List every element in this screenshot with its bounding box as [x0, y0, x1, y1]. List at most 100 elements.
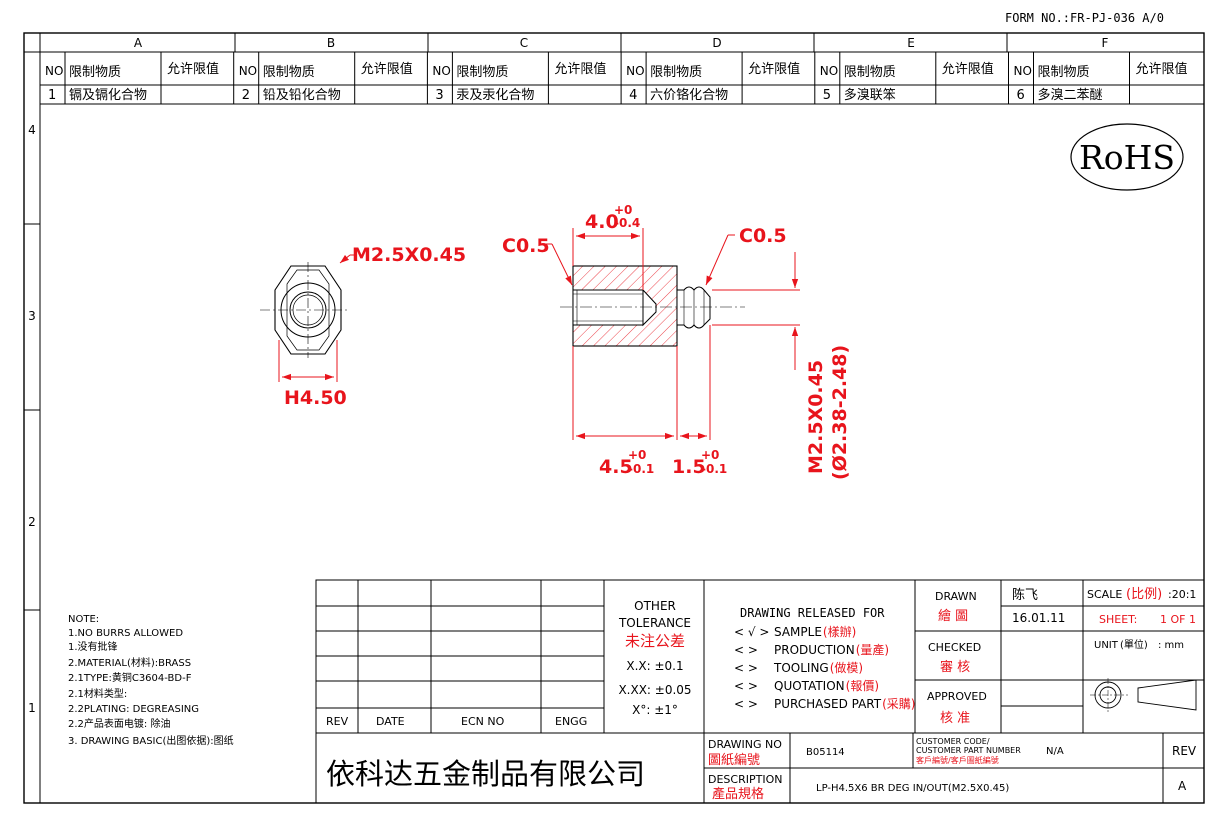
dim-stud-tol-up: +0	[701, 448, 719, 462]
description-label-cn: 產品規格	[712, 786, 764, 802]
unit-value: : mm	[1158, 640, 1184, 651]
customer-code-label-cn: 客戶編號/客戶圖紙編號	[916, 755, 999, 765]
zone-a: A	[134, 36, 143, 50]
substance-no-header: NO	[626, 64, 644, 78]
zone-f: F	[1102, 36, 1109, 50]
note-line: 1.没有批锋	[68, 640, 118, 653]
release-option: PURCHASED PART	[774, 697, 882, 711]
substance-no-header: NO	[1014, 64, 1032, 78]
tolerance-title-1: OTHER	[634, 599, 676, 613]
scale-label-cn: (比例)	[1126, 587, 1162, 602]
release-option-cn: (樣辦)	[823, 624, 856, 639]
dim-chamfer-left: C0.5	[502, 235, 550, 257]
substance-name: 多溴二苯醚	[1038, 87, 1103, 103]
drawing-no-value: B05114	[806, 747, 845, 758]
substance-no: 2	[242, 88, 250, 103]
description-label: DESCRIPTION	[708, 773, 782, 786]
rohs-badge	[1070, 123, 1184, 191]
release-option: PRODUCTION	[774, 643, 855, 657]
unit-label: UNIT	[1094, 640, 1119, 651]
dim-stud-tol-dn: -0.1	[701, 462, 727, 476]
drawn-name: 陈飞	[1012, 587, 1038, 603]
note-line: 3. DRAWING BASIC(出图依据):图纸	[68, 734, 234, 747]
substance-limit-header: 允许限值	[361, 61, 413, 77]
tolerance-line-2: X.XX: ±0.05	[618, 683, 691, 697]
approved-label: APPROVED	[927, 690, 987, 703]
customer-code-label-2: CUSTOMER PART NUMBER	[916, 746, 1021, 755]
checked-label-cn: 審 核	[940, 660, 970, 675]
outer-frame	[23, 32, 1205, 804]
note-line: 2.2PLATING: DEGREASING	[68, 704, 199, 715]
tolerance-line-3: X°: ±1°	[632, 703, 678, 717]
note-line: 2.MATERIAL(材料):BRASS	[68, 656, 191, 669]
note-line: 2.2产品表面电镀: 除油	[68, 717, 170, 730]
form-number: FORM NO.:FR-PJ-036 A/0	[1005, 11, 1164, 25]
dim-stud-diameter: (Ø2.38-2.48)	[829, 345, 851, 480]
dim-thread-depth-tol-up: +0	[614, 203, 632, 217]
row-zone-3: 3	[28, 309, 36, 323]
release-mark: < √ >	[734, 625, 769, 639]
drawn-label: DRAWN	[935, 590, 977, 603]
substance-name: 多溴联笨	[844, 87, 896, 103]
dim-thread-depth-tol-dn: -0.4	[614, 216, 640, 230]
substance-limit-header: 允许限值	[942, 61, 994, 77]
release-list: < √ >SAMPLE(樣辦)< >PRODUCTION(量產)< >TOOLI…	[734, 624, 915, 711]
release-option: SAMPLE	[774, 625, 822, 639]
substance-no: 6	[1017, 88, 1025, 103]
checked-label: CHECKED	[928, 641, 981, 654]
dim-hex-width: H4.50	[284, 387, 347, 409]
release-option-cn: (做模)	[830, 660, 863, 675]
zone-c: C	[520, 36, 528, 50]
substance-no: 5	[823, 88, 831, 103]
date-header: DATE	[376, 715, 405, 728]
dim-body-length: 4.5	[599, 456, 633, 478]
substance-limit-header: 允许限值	[554, 61, 606, 77]
release-mark: < >	[734, 679, 758, 693]
dim-stud-thread: M2.5X0.45	[805, 360, 827, 474]
zone-e: E	[907, 36, 915, 50]
customer-code-value: N/A	[1046, 746, 1064, 757]
note-line: 2.1材料类型:	[68, 687, 127, 700]
substance-no: 4	[629, 88, 637, 103]
company-name: 依科达五金制品有限公司	[326, 757, 645, 791]
dim-chamfer-right: C0.5	[739, 225, 787, 247]
substance-limit-header: 允许限值	[748, 61, 800, 77]
zone-letters: A B C D E F	[134, 33, 1109, 52]
substance-table: NO 限制物质 允许限值 1 镉及镉化合物 NO 限制物质 允许限值 2 铅及铅化合物 NO 限制物质…	[40, 52, 1204, 105]
release-mark: < >	[734, 661, 758, 675]
standoff-section-view	[560, 265, 745, 347]
substance-no-header: NO	[432, 64, 450, 78]
substance-name-header: 限制物质	[456, 65, 508, 80]
drawing-no-label-cn: 圖紙編號	[708, 752, 760, 768]
substance-no: 3	[435, 88, 443, 103]
substance-name-header: 限制物质	[1038, 65, 1090, 80]
substance-name: 铅及铅化合物	[263, 88, 341, 103]
notes-block: NOTE:1.NO BURRS ALLOWED1.没有批锋2.MATERIAL(…	[68, 614, 234, 747]
substance-limit-header: 允许限值	[167, 61, 219, 77]
dim-body-tol-dn: -0.1	[628, 462, 654, 476]
substance-no-header: NO	[45, 64, 63, 78]
dim-thread-depth: 4.0	[585, 211, 619, 233]
row-zones: 4 3 2 1	[24, 123, 40, 715]
zone-d: D	[712, 36, 721, 50]
drawing-no-label: DRAWING NO	[708, 738, 782, 751]
projection-symbol-icon	[1090, 678, 1197, 712]
row-zone-1: 1	[28, 701, 36, 715]
release-mark: < >	[734, 643, 758, 657]
rev-header: REV	[326, 715, 349, 728]
release-title: DRAWING RELEASED FOR	[740, 606, 885, 620]
rev-box-value: A	[1178, 779, 1187, 793]
substance-no: 1	[48, 88, 56, 103]
scale-label: SCALE	[1087, 588, 1122, 601]
release-option-cn: (報價)	[846, 679, 879, 693]
tolerance-line-1: X.X: ±0.1	[626, 659, 683, 673]
engg-header: ENGG	[555, 715, 587, 728]
release-mark: < >	[734, 697, 758, 711]
rohs-text: RoHS	[1079, 138, 1175, 177]
substance-name: 镉及镉化合物	[69, 87, 147, 103]
hex-end-view	[260, 262, 348, 358]
note-line: 1.NO BURRS ALLOWED	[68, 628, 183, 639]
substance-name-header: 限制物质	[69, 65, 121, 80]
drawn-date: 16.01.11	[1012, 611, 1065, 625]
